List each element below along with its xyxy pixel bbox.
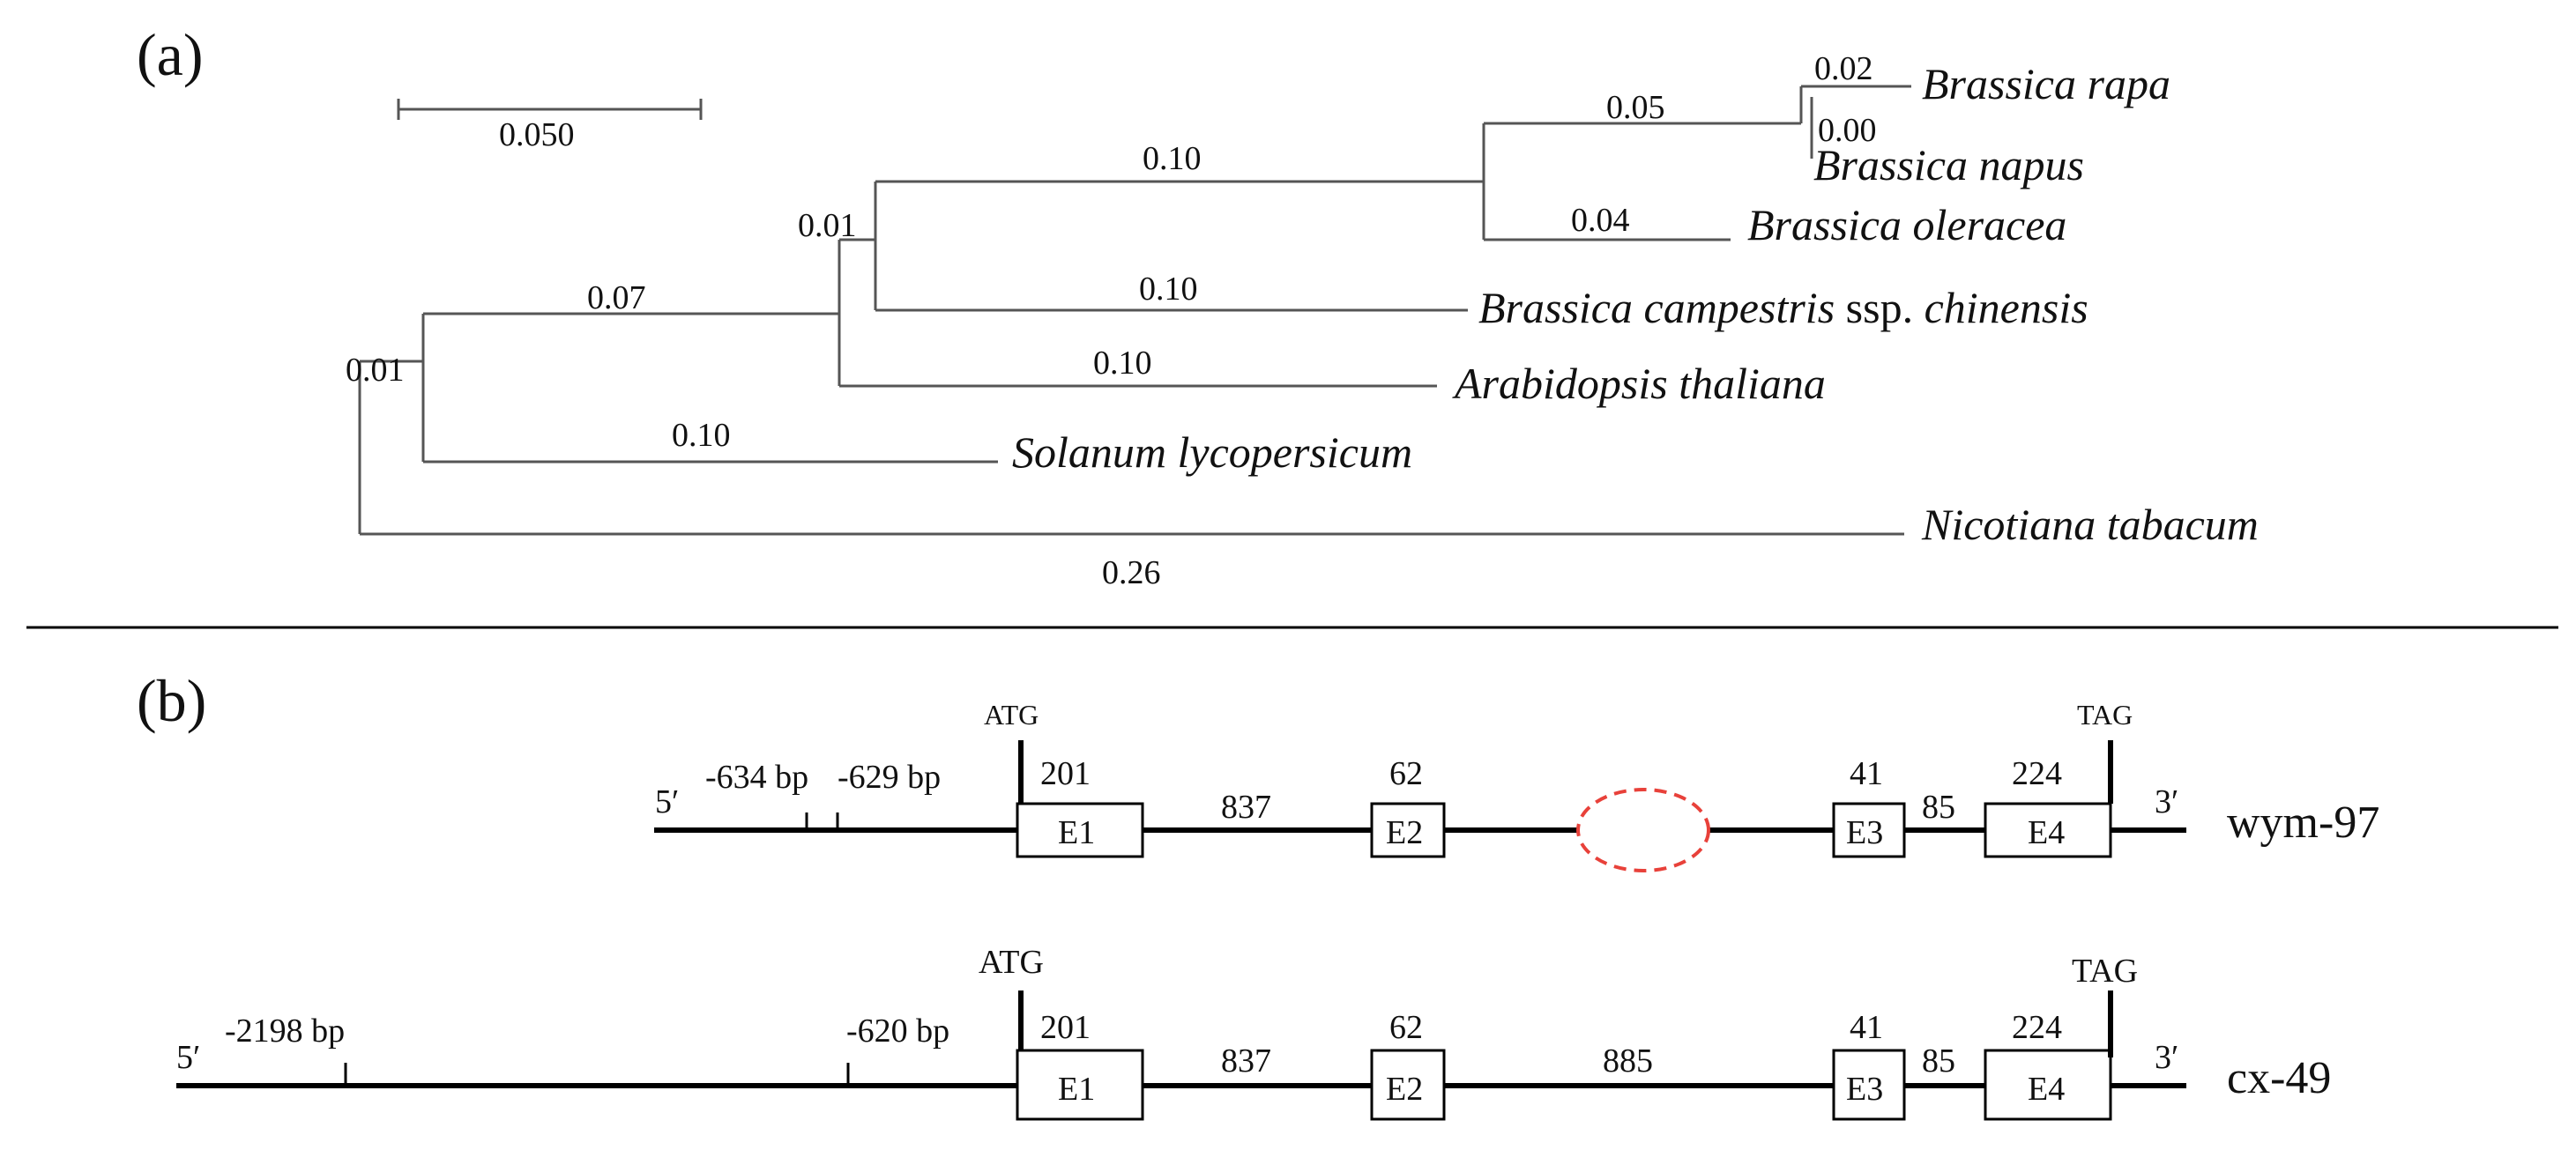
panel-a-label: (a) [137, 21, 203, 88]
three-prime-label: 3′ [2155, 783, 2178, 820]
panel-b: (b) 5′ -634 bp -629 bp ATG E1 201 837 E2… [137, 667, 2379, 1121]
deletion-marker [1576, 788, 1710, 872]
panel-a: (a) 0.050 [137, 21, 2259, 591]
exon-e3 [1832, 802, 1906, 858]
species-labels: Brassica rapa Brassica napus Brassica ol… [1012, 59, 2259, 549]
branch-label-nicotiana: 0.26 [1102, 554, 1161, 591]
exon-size: 41 [1850, 755, 1883, 792]
branch-label-rapa: 0.02 [1814, 50, 1873, 87]
exon-size: 41 [1850, 1009, 1883, 1046]
branch-labels: 0.02 0.00 0.05 0.04 0.10 0.01 0.10 0.07 … [346, 50, 1877, 591]
scale-bar: 0.050 [397, 99, 703, 153]
branch-label-crucifer: 0.07 [587, 279, 646, 316]
promoter-mark-2198: -2198 bp [225, 1013, 345, 1050]
exon-label: E1 [1058, 814, 1095, 851]
branch-label-oleracea: 0.04 [1571, 202, 1630, 239]
three-prime-label: 3′ [2155, 1039, 2178, 1076]
species-brassica-oleracea: Brassica oleracea [1747, 200, 2066, 249]
stop-codon-label: TAG [2072, 953, 2138, 990]
gene-cx-49: 5′ -2198 bp -620 bp ATG E1 201 837 E2 62… [176, 944, 2331, 1121]
exon-e3 [1832, 1049, 1906, 1121]
exon-e4 [1984, 1049, 2112, 1121]
branch-label-napus: 0.00 [1818, 112, 1877, 149]
five-prime-label: 5′ [176, 1039, 200, 1076]
five-prime-label: 5′ [655, 783, 679, 820]
exon-e2 [1370, 802, 1446, 858]
exon-label: E4 [2028, 1071, 2065, 1108]
exon-size: 62 [1389, 1009, 1423, 1046]
exon-label: E3 [1846, 1071, 1883, 1108]
exon-label: E4 [2028, 814, 2065, 851]
promoter-mark-629: -629 bp [838, 759, 941, 796]
species-brassica-napus: Brassica napus [1813, 140, 2084, 189]
gene-wym-97: 5′ -634 bp -629 bp ATG E1 201 837 E2 62 … [654, 699, 2379, 872]
exon-size: 201 [1040, 1009, 1091, 1046]
exon-label: E2 [1386, 1071, 1423, 1108]
exon-size: 201 [1040, 755, 1091, 792]
exon-label: E1 [1058, 1071, 1095, 1108]
exon-e4 [1984, 802, 2112, 858]
intron-size: 85 [1922, 1042, 1955, 1080]
promoter-mark-620: -620 bp [846, 1013, 949, 1050]
panel-b-label: (b) [137, 667, 206, 734]
branch-label-brassica: 0.10 [1143, 140, 1202, 177]
exon-e2 [1370, 1049, 1446, 1121]
scale-bar-label: 0.050 [499, 116, 575, 153]
intron-size: 885 [1603, 1042, 1653, 1080]
species-solanum-lycopersicum: Solanum lycopersicum [1012, 427, 1412, 477]
species-brassica-rapa: Brassica rapa [1922, 59, 2170, 108]
exon-label: E3 [1846, 814, 1883, 851]
branch-label-chinensis: 0.10 [1139, 271, 1198, 308]
gene-name-wym-97: wym-97 [2227, 798, 2379, 848]
species-nicotiana-tabacum: Nicotiana tabacum [1921, 500, 2259, 549]
intron-size: 837 [1221, 1042, 1271, 1080]
species-brassica-campestris: Brassica campestris ssp. chinensis [1478, 283, 2088, 332]
exon-label: E2 [1386, 814, 1423, 851]
start-codon-label: ATG [979, 944, 1044, 981]
gene-name-cx-49: cx-49 [2227, 1053, 2331, 1103]
branch-label-solanum: 0.10 [672, 417, 731, 454]
exon-size: 224 [2012, 1009, 2062, 1046]
branch-label-root-node: 0.01 [346, 352, 405, 389]
branch-label-arabidopsis: 0.10 [1093, 345, 1152, 382]
intron-size: 85 [1922, 789, 1955, 826]
exon-e1 [1016, 1049, 1144, 1121]
stop-codon-label: TAG [2077, 699, 2133, 731]
intron-size: 837 [1221, 789, 1271, 826]
species-arabidopsis-thaliana: Arabidopsis thaliana [1452, 359, 1826, 408]
exon-e1 [1016, 802, 1144, 858]
exon-size: 62 [1389, 755, 1423, 792]
branch-label-rapa-napus: 0.05 [1606, 89, 1665, 126]
start-codon-label: ATG [984, 699, 1039, 731]
tree-branches [358, 85, 1911, 536]
exon-size: 224 [2012, 755, 2062, 792]
promoter-mark-634: -634 bp [705, 759, 808, 796]
branch-label-inner-node: 0.01 [798, 207, 857, 244]
